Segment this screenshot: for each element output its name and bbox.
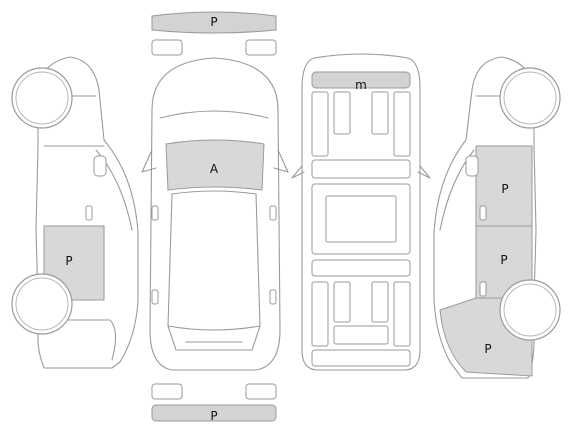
rear-right-lamp[interactable] — [245, 383, 277, 400]
front-bumper-mark: P — [210, 15, 217, 29]
roof-mark: m — [355, 78, 367, 92]
front-bumper[interactable]: P — [151, 11, 277, 34]
interior-view: m — [291, 53, 431, 371]
rear-left-lamp[interactable] — [151, 383, 183, 400]
left-side-view: P — [11, 56, 139, 369]
right-rear-door-mark: P — [500, 253, 507, 267]
front-right-lamp[interactable] — [245, 39, 277, 56]
left-front-handle[interactable] — [85, 205, 93, 221]
right-side-view: P P P — [433, 56, 561, 379]
roof-panel[interactable]: m — [311, 71, 411, 92]
windshield[interactable] — [165, 139, 265, 191]
right-front-door-mark: P — [501, 182, 508, 196]
right-mirror[interactable] — [465, 155, 479, 177]
windshield-mark: A — [210, 162, 219, 176]
right-front-handle[interactable] — [479, 205, 487, 221]
right-rear-handle[interactable] — [479, 281, 487, 297]
left-mirror[interactable] — [93, 155, 107, 177]
top-view: A — [141, 57, 289, 371]
rear-bumper[interactable]: P — [151, 404, 277, 423]
left-rear-door-mark: P — [65, 254, 72, 268]
rear-bumper-mark: P — [210, 409, 217, 423]
right-rear-quarter-mark: P — [484, 342, 491, 356]
front-left-lamp[interactable] — [151, 39, 183, 56]
